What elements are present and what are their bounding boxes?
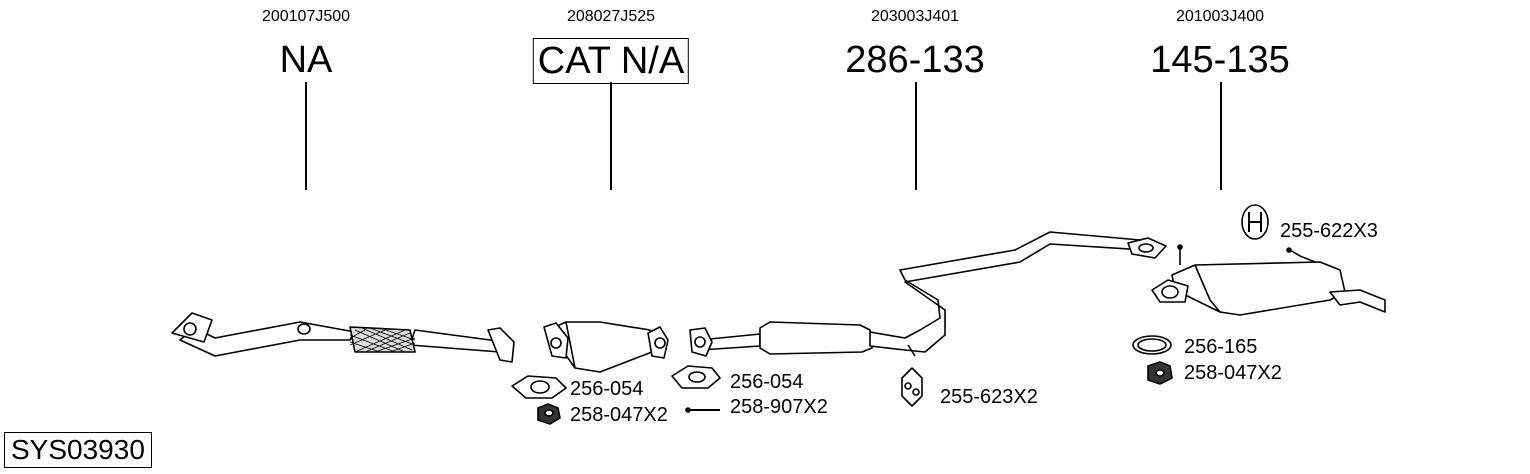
rear-silencer bbox=[1151, 244, 1386, 316]
mid-gasket-icon bbox=[671, 365, 721, 389]
leader-line-1 bbox=[305, 82, 307, 190]
front-pipe bbox=[171, 312, 515, 363]
mid-hanger-icon bbox=[901, 367, 923, 407]
cat-gasket-icon bbox=[511, 375, 567, 399]
leader-line-2 bbox=[610, 82, 612, 190]
oe-number-4: 201003J400 bbox=[1175, 8, 1265, 25]
fitting-rear-nut: 258-047X2 bbox=[1184, 362, 1282, 384]
fitting-mid-gasket: 256-054 bbox=[730, 371, 804, 393]
system-id: SYS03930 bbox=[4, 432, 152, 468]
middle-pipe bbox=[689, 231, 1167, 357]
catalytic-converter bbox=[543, 321, 669, 373]
fitting-rear-hanger: 255-622X3 bbox=[1280, 220, 1378, 242]
fitting-cat-nut: 258-047X2 bbox=[570, 404, 668, 426]
leader-line-4 bbox=[1220, 82, 1222, 190]
mid-bolt-icon bbox=[685, 407, 720, 413]
part-number-1: NA bbox=[279, 39, 333, 81]
fitting-cat-gasket: 256-054 bbox=[570, 378, 644, 400]
rear-hanger-icon bbox=[1241, 204, 1269, 240]
fitting-rear-gasket: 256-165 bbox=[1184, 336, 1258, 358]
part-number-4: 145-135 bbox=[1150, 39, 1290, 81]
oe-number-1: 200107J500 bbox=[261, 8, 351, 25]
flex-section bbox=[349, 326, 416, 353]
leader-line-3 bbox=[915, 82, 917, 190]
part-number-2: CAT N/A bbox=[532, 38, 690, 84]
fitting-mid-bolt: 258-907X2 bbox=[730, 396, 828, 418]
oe-number-3: 203003J401 bbox=[870, 8, 960, 25]
cat-nut-icon bbox=[537, 403, 561, 425]
rear-nut-icon bbox=[1147, 361, 1173, 385]
rear-gasket-icon bbox=[1132, 335, 1172, 355]
oe-number-2: 208027J525 bbox=[566, 8, 656, 25]
fitting-mid-hanger: 255-623X2 bbox=[940, 386, 1038, 408]
part-number-3: 286-133 bbox=[845, 39, 985, 81]
